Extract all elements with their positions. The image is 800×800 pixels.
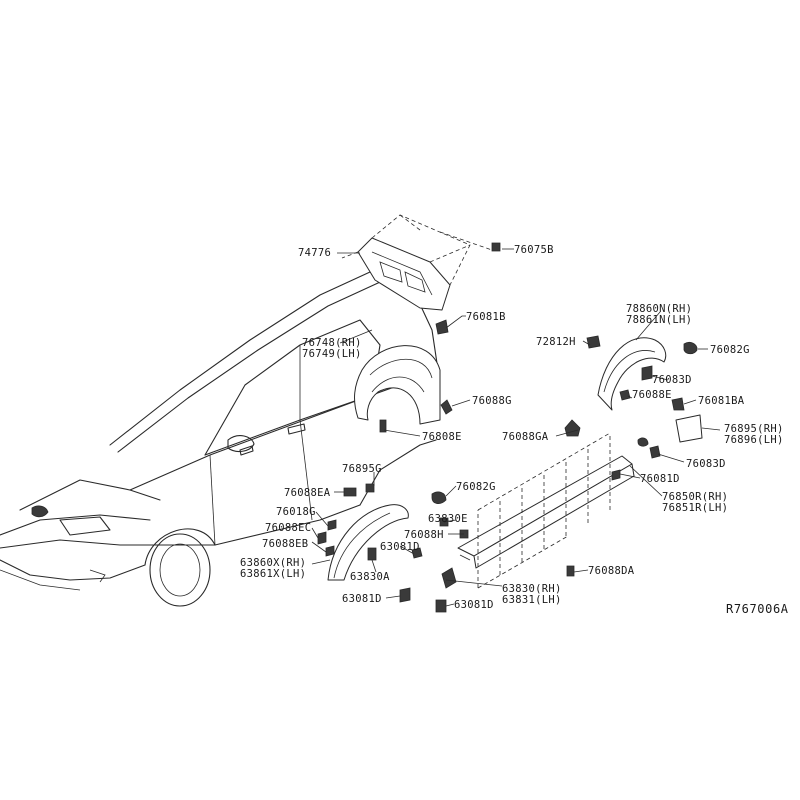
callout-76081b: 76081B xyxy=(466,311,506,323)
rear-fender-liner xyxy=(354,345,453,433)
callout-line: 78860N(RH) xyxy=(626,303,692,315)
callout-line: 76088DA xyxy=(588,565,635,577)
callout-line: 76896(LH) xyxy=(724,434,784,446)
callout-line: 76082G xyxy=(456,481,496,493)
callout-76850r: 76850R(RH)76851R(LH) xyxy=(662,491,728,514)
callout-line: 76808E xyxy=(422,431,462,443)
callout-line: 63830A xyxy=(350,571,390,583)
callout-63860x: 63860X(RH)63861X(LH) xyxy=(240,557,306,580)
callout-63081d_right: 63081D xyxy=(454,599,494,611)
callout-line: 63860X(RH) xyxy=(240,557,306,569)
callout-line: 63081D xyxy=(380,541,420,553)
reference-code: R767006A xyxy=(726,602,789,616)
front-arch-moulding xyxy=(327,483,447,581)
callout-63830a: 63830A xyxy=(350,571,390,583)
callout-76088da: 76088DA xyxy=(588,565,635,577)
callout-76075b: 76075B xyxy=(514,244,554,256)
side-sill-moulding xyxy=(441,419,635,589)
callout-line: 74776 xyxy=(298,247,331,259)
callout-line: 76075B xyxy=(514,244,554,256)
callout-labels: 74776 76075B 76081B 76748(RH)76749(LH) 76088… xyxy=(240,244,784,611)
callout-76018g: 76018G xyxy=(276,506,316,518)
leader-lines xyxy=(311,248,721,607)
callout-line: 76088G xyxy=(472,395,512,407)
callout-63081d_mid: 63081D xyxy=(380,541,420,553)
callout-76081d: 76081D xyxy=(640,473,680,485)
callout-line: 76088EC xyxy=(265,522,311,534)
callout-76082g_top: 76082G xyxy=(710,344,750,356)
callout-line: 76895(RH) xyxy=(724,423,784,435)
callout-line: 76088EB xyxy=(262,538,308,550)
callout-line: 76081B xyxy=(466,311,506,323)
callout-78860n: 78860N(RH)78861N(LH) xyxy=(626,303,692,326)
callout-line: 76850R(RH) xyxy=(662,491,728,503)
callout-line: 76088H xyxy=(404,529,444,541)
callout-63830: 63830(RH)63831(LH) xyxy=(502,583,562,606)
callout-line: 63830(RH) xyxy=(502,583,562,595)
callout-76088e: 76088E xyxy=(632,389,672,401)
rear-arch-moulding xyxy=(586,335,698,411)
callout-line: 63830E xyxy=(428,513,468,525)
vehicle-outline xyxy=(0,261,439,607)
callout-76083d_top: 76083D xyxy=(652,374,692,386)
callout-76748: 76748(RH)76749(LH) xyxy=(302,337,362,360)
callout-line: 76088GA xyxy=(502,431,549,443)
callout-76088ga: 76088GA xyxy=(502,431,549,443)
callout-line: 72812H xyxy=(536,336,576,348)
callout-line: 76851R(LH) xyxy=(662,502,728,514)
callout-63830e: 63830E xyxy=(428,513,468,525)
callout-line: 63861X(LH) xyxy=(240,568,306,580)
callout-76895g: 76895G xyxy=(342,463,382,475)
callout-line: 76088EA xyxy=(284,487,331,499)
fasteners xyxy=(317,242,703,613)
callout-line: 76748(RH) xyxy=(302,337,362,349)
callout-76081ba: 76081BA xyxy=(698,395,745,407)
callout-line: 76088E xyxy=(632,389,672,401)
callout-line: 76018G xyxy=(276,506,316,518)
callout-76088eb: 76088EB xyxy=(262,538,308,550)
callout-line: 63831(LH) xyxy=(502,594,562,606)
callout-76895: 76895(RH)76896(LH) xyxy=(724,423,784,446)
callout-line: 76081D xyxy=(640,473,680,485)
rear-lamp-bracket xyxy=(341,214,493,311)
callout-line: 63081D xyxy=(454,599,494,611)
callout-76088ea: 76088EA xyxy=(284,487,331,499)
callout-line: 76083D xyxy=(652,374,692,386)
callout-72812h: 72812H xyxy=(536,336,576,348)
callout-76082g_mid: 76082G xyxy=(456,481,496,493)
callout-74776: 74776 xyxy=(298,247,331,259)
callout-76808e: 76808E xyxy=(422,431,462,443)
callout-line: 76082G xyxy=(710,344,750,356)
callout-76088ec: 76088EC xyxy=(265,522,311,534)
callout-line: 76895G xyxy=(342,463,382,475)
callout-76088g: 76088G xyxy=(472,395,512,407)
callout-76083d_right: 76083D xyxy=(686,458,726,470)
callout-line: 63081D xyxy=(342,593,382,605)
callout-line: 76749(LH) xyxy=(302,348,362,360)
callout-76088h: 76088H xyxy=(404,529,444,541)
callout-line: 78861N(LH) xyxy=(626,314,692,326)
callout-line: 76081BA xyxy=(698,395,745,407)
callout-63081d_left: 63081D xyxy=(342,593,382,605)
callout-line: 76083D xyxy=(686,458,726,470)
